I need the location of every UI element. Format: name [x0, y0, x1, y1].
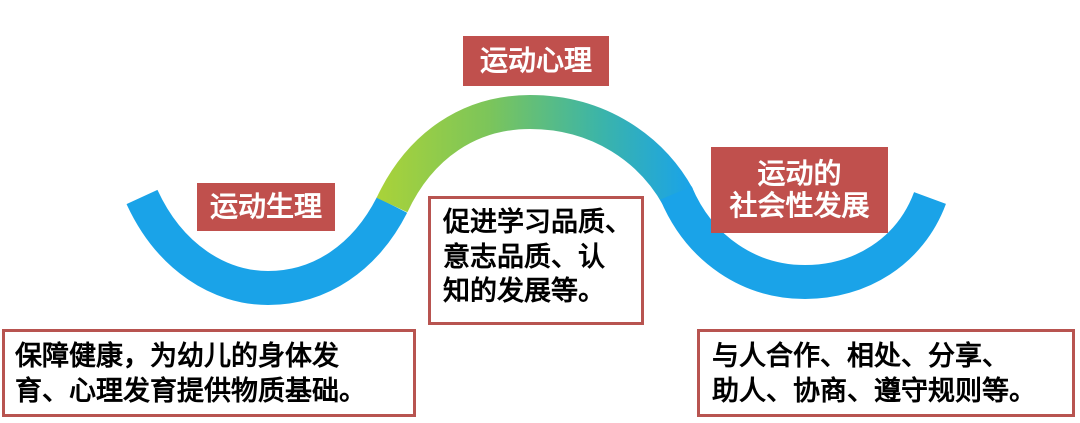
top-arch [376, 94, 693, 213]
box-middle-line3: 知的发展等。 [443, 276, 605, 308]
left-valley [126, 189, 408, 306]
box-middle-line2: 意志品质、认 [443, 241, 605, 273]
box-middle-line1: 促进学习品质、 [443, 207, 632, 238]
label-psychology-text: 运动心理 [479, 43, 592, 77]
box-right-line1: 与人合作、相处、分享、 [712, 341, 1009, 372]
label-physiology-text: 运动生理 [209, 189, 322, 223]
label-social-line1: 运动的 [757, 156, 842, 190]
label-physiology: 运动生理 [197, 183, 335, 231]
box-physiology-desc: 保障健康，为幼儿的身体发 育、心理发育提供物质基础。 [2, 329, 416, 417]
label-social: 运动的 社会性发展 [711, 147, 888, 233]
box-right-line2: 助人、协商、遵守规则等。 [712, 375, 1036, 407]
box-social-desc: 与人合作、相处、分享、 助人、协商、遵守规则等。 [697, 329, 1075, 417]
box-psychology-desc: 促进学习品质、 意志品质、认 知的发展等。 [428, 196, 644, 325]
box-left-line1: 保障健康，为幼儿的身体发 [15, 341, 339, 372]
label-social-line2: 社会性发展 [729, 189, 870, 222]
box-left-line2: 育、心理发育提供物质基础。 [15, 375, 366, 407]
label-psychology: 运动心理 [463, 36, 609, 86]
right-valley [660, 185, 946, 300]
